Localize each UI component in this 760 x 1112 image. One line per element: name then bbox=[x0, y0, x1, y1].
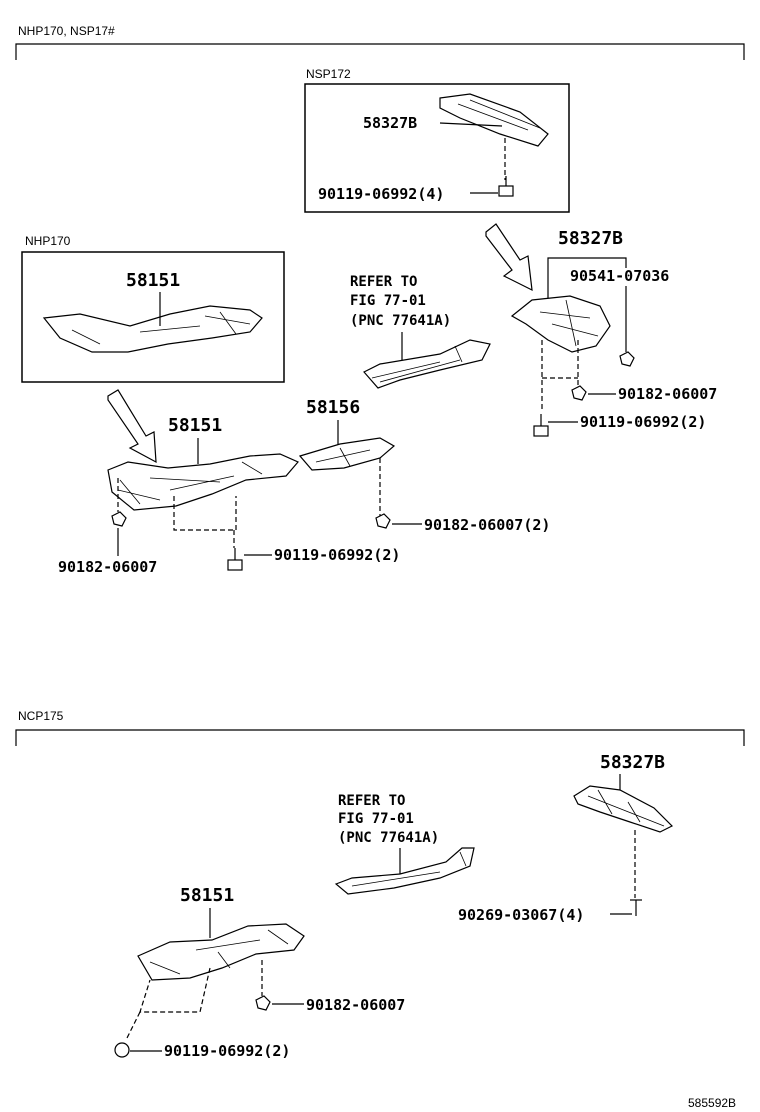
heat-insulator-58151-bottom bbox=[137, 923, 305, 981]
nut-icon bbox=[619, 351, 635, 367]
ref-b-line1: REFER TO bbox=[338, 793, 405, 809]
label-90269: 90269-03067(4) bbox=[458, 906, 584, 924]
nut-icon-3 bbox=[375, 513, 391, 529]
label-90119-mid: 90119-06992(2) bbox=[274, 546, 400, 564]
label-58327b-bottom: 58327B bbox=[600, 752, 665, 773]
heat-insulator-58151-small bbox=[42, 305, 263, 353]
label-90541: 90541-07036 bbox=[570, 267, 669, 285]
bracket-58327b-top bbox=[547, 257, 627, 312]
label-58327b-box: 58327B bbox=[363, 114, 417, 132]
bolt-icon-2 bbox=[533, 414, 549, 437]
label-58151-bottom: 58151 bbox=[180, 885, 234, 906]
section-label-ncp175: NCP175 bbox=[18, 709, 64, 723]
label-bolt-box: 90119-06992(4) bbox=[318, 185, 444, 203]
section-bracket-top bbox=[15, 43, 745, 60]
label-90182-mid: 90182-06007(2) bbox=[424, 516, 550, 534]
label-58327b-top: 58327B bbox=[558, 228, 623, 249]
label-58156: 58156 bbox=[306, 397, 360, 418]
arrow-from-nhp170-box bbox=[107, 389, 157, 464]
dash-90119-mid-bracket bbox=[173, 496, 237, 531]
label-90182-left: 90182-06007 bbox=[58, 558, 157, 576]
box-nsp172 bbox=[304, 83, 570, 213]
bolt-icon-3 bbox=[227, 548, 243, 571]
label-58151-box: 58151 bbox=[126, 270, 180, 291]
ref-a-line2: FIG 77-01 bbox=[350, 293, 426, 309]
box-nhp170 bbox=[21, 251, 285, 383]
box-label-nhp170: NHP170 bbox=[25, 234, 71, 248]
heat-insulator-58156 bbox=[298, 437, 396, 471]
dash-90119-bottom bbox=[125, 1011, 141, 1041]
section-bracket-bottom bbox=[15, 729, 745, 746]
label-90182-bottom: 90182-06007 bbox=[306, 996, 405, 1014]
exhaust-pipe-ref-a bbox=[363, 339, 491, 389]
label-90119-top-right: 90119-06992(2) bbox=[580, 413, 706, 431]
label-90182-top-right: 90182-06007 bbox=[618, 385, 717, 403]
ref-a-line1: REFER TO bbox=[350, 274, 417, 290]
box-label-nsp172: NSP172 bbox=[306, 67, 351, 81]
nut-icon-4 bbox=[111, 511, 127, 527]
heat-insulator-58327b-small bbox=[439, 93, 549, 147]
leader-58327b-box bbox=[439, 122, 503, 127]
heat-insulator-58327b-bottom bbox=[573, 785, 674, 833]
bolt-icon bbox=[498, 176, 514, 197]
figure-id: 585592B bbox=[688, 1096, 736, 1110]
heat-insulator-58151-top bbox=[107, 453, 299, 511]
nut-icon-5 bbox=[255, 995, 271, 1011]
arrow-from-nsp172-box bbox=[485, 223, 533, 292]
section-label-nhp170-nsp17: NHP170, NSP17# bbox=[18, 24, 115, 38]
heat-insulator-58327b-top bbox=[510, 295, 611, 353]
label-58151-top: 58151 bbox=[168, 415, 222, 436]
ref-a-line3: (PNC 77641A) bbox=[350, 313, 451, 329]
dash-90119-bottom-bracket bbox=[139, 967, 211, 1013]
bolt-icon-4 bbox=[114, 1042, 130, 1058]
screw-icon bbox=[630, 899, 642, 916]
exhaust-pipe-ref-b bbox=[334, 847, 475, 895]
label-90119-bottom: 90119-06992(2) bbox=[164, 1042, 290, 1060]
ref-b-line2: FIG 77-01 bbox=[338, 811, 414, 827]
ref-b-line3: (PNC 77641A) bbox=[338, 830, 439, 846]
nut-icon-2 bbox=[571, 385, 587, 401]
